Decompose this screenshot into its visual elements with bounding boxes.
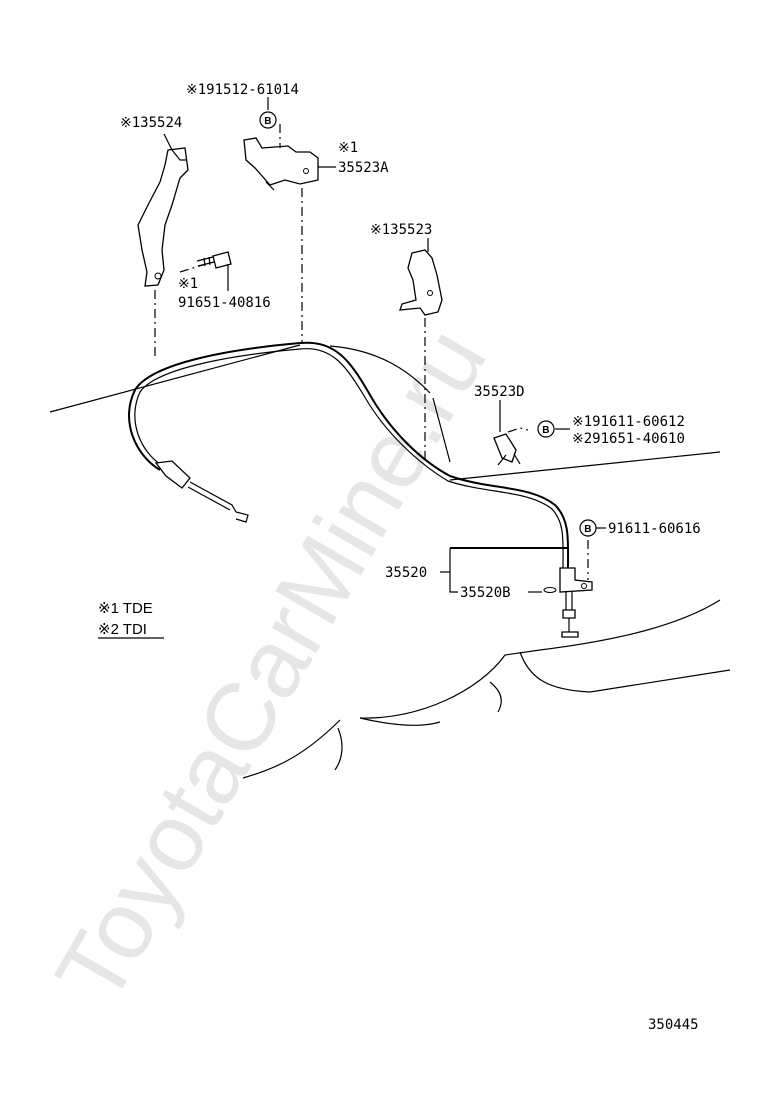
label-35523A: 35523A: [338, 160, 389, 176]
alignment-lines: [154, 124, 589, 580]
legend: ※1 TDE ※2 TDI: [98, 600, 164, 639]
legend-item-tde: ※1 TDE: [98, 600, 153, 617]
bracket-35523A: [243, 137, 319, 191]
vehicle-body-outline: [49, 344, 731, 779]
label-191512-61014: ※191512-61014: [186, 82, 299, 98]
label-135523: ※135523: [370, 222, 432, 238]
clamp-35523D: [493, 433, 521, 466]
bracket-135524: [137, 147, 189, 287]
label-91651-mark: ※1: [178, 276, 198, 292]
svg-text:B: B: [264, 116, 271, 127]
label-191611-60612: ※191611-60612: [572, 414, 685, 430]
badge-b-3: B: [579, 519, 597, 537]
diagram-id: 350445: [648, 1017, 699, 1033]
35520B-oring: [543, 587, 557, 593]
legend-item-tdi: ※2 TDI: [98, 621, 147, 638]
badge-b-1: B: [259, 111, 277, 129]
label-91611-60616: 91611-60616: [608, 521, 701, 537]
badge-b-2: B: [537, 420, 555, 438]
label-35520: 35520: [385, 565, 427, 581]
bracket-135523: [399, 249, 443, 316]
label-91651-40816: 91651-40816: [178, 295, 271, 311]
watermark-text: ToyotaCarMine.ru: [36, 311, 507, 1021]
leader-lines: [163, 97, 606, 593]
hood-latch-handle: [543, 567, 593, 638]
release-cable: [128, 341, 570, 569]
label-35523D: 35523D: [474, 384, 525, 400]
svg-text:B: B: [584, 524, 591, 535]
label-35523A-mark: ※1: [338, 140, 358, 156]
label-135524: ※135524: [120, 115, 182, 131]
label-291651-40610: ※291651-40610: [572, 431, 685, 447]
svg-text:B: B: [542, 425, 549, 436]
label-35520B: 35520B: [460, 585, 511, 601]
